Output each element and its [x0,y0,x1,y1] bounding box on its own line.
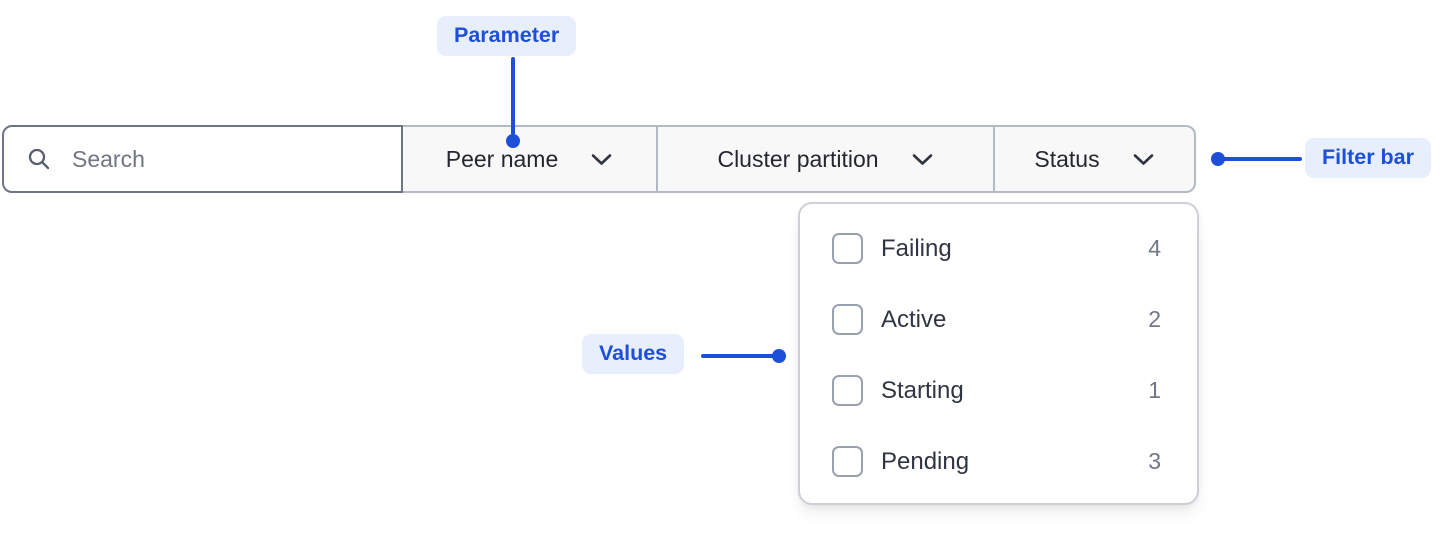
connector-line-values [701,354,774,358]
status-option-row[interactable]: Active 2 [800,284,1197,355]
annotation-parameter-label: Parameter [437,16,577,56]
status-option-label: Starting [881,376,964,404]
filter-dropdown-label: Status [1034,145,1100,172]
checkbox-unchecked[interactable] [832,233,863,264]
connector-dot-values [772,349,786,363]
search-icon [28,148,50,170]
filter-dropdown-label: Cluster partition [717,145,879,172]
status-option-row[interactable]: Failing 4 [800,213,1197,284]
filter-dropdown-status[interactable]: Status [995,125,1196,193]
connector-line-parameter [511,57,515,135]
filter-dropdown-label: Peer name [445,145,559,172]
status-option-count: 4 [1148,235,1161,261]
chevron-down-icon [1133,153,1153,165]
checkbox-unchecked[interactable] [832,375,863,406]
status-option-label: Pending [881,447,970,475]
status-option-label: Failing [881,234,952,262]
chevron-down-icon [591,153,612,165]
annotation-values-label: Values [582,334,685,374]
search-box[interactable] [2,125,403,193]
filter-dropdown-peer-name[interactable]: Peer name [403,125,658,193]
status-option-count: 3 [1148,448,1161,474]
status-option-row[interactable]: Starting 1 [800,355,1197,426]
annotation-filter-bar-label: Filter bar [1305,138,1431,178]
connector-dot-parameter [506,134,520,148]
connector-dot-filter-bar [1211,152,1225,166]
checkbox-unchecked[interactable] [832,304,863,335]
filter-bar: Peer name Cluster partition Status [2,125,1196,193]
status-option-count: 2 [1148,306,1161,332]
chevron-down-icon [912,153,932,165]
status-option-count: 1 [1148,377,1161,403]
checkbox-unchecked[interactable] [832,446,863,477]
search-input[interactable] [70,144,387,174]
status-option-label: Active [881,305,947,333]
connector-line-filter-bar [1222,157,1302,161]
status-dropdown-panel: Failing 4 Active 2 Starting 1 Pending 3 [798,202,1199,505]
status-option-row[interactable]: Pending 3 [800,426,1197,497]
filter-dropdown-cluster-partition[interactable]: Cluster partition [658,125,995,193]
